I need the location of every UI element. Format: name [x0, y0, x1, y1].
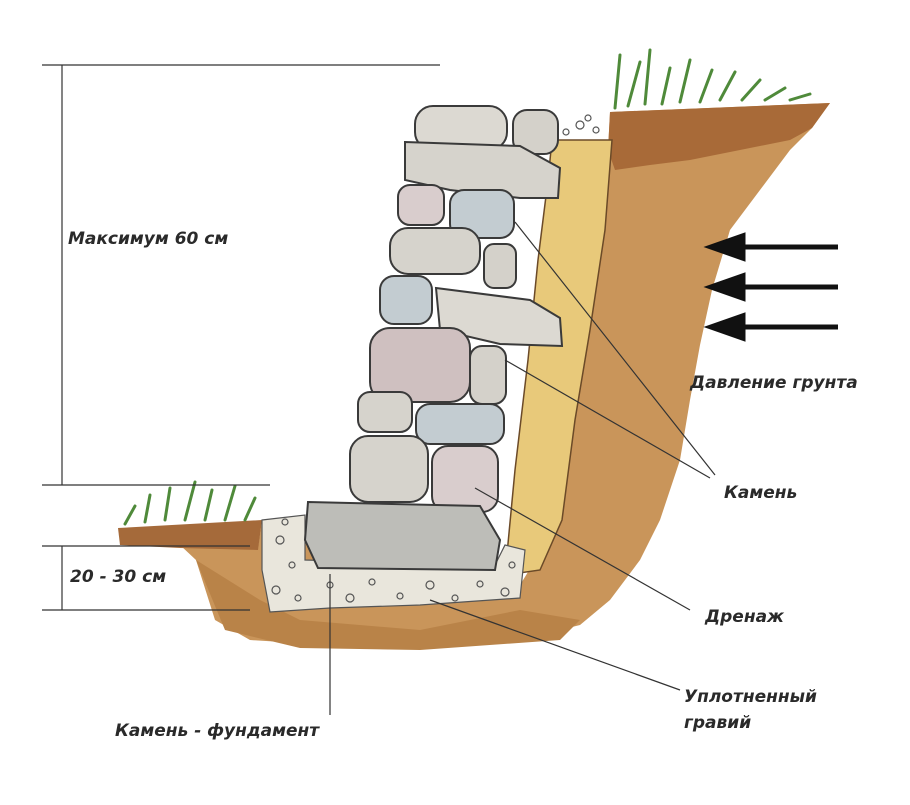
- drainage-label: Дренаж: [705, 607, 784, 627]
- grass-top: [613, 48, 812, 110]
- foundation-stone-label: Камень - фундамент: [115, 721, 320, 741]
- soil-pressure-arrows: [703, 232, 838, 342]
- soil-topsoil: [608, 103, 830, 170]
- max-height-label: Максимум 60 см: [68, 229, 229, 249]
- leader-lines: [329, 221, 716, 715]
- gravel-label-line1: Уплотненный: [684, 687, 817, 707]
- gravel-label-line2: гравий: [684, 713, 752, 733]
- soil-pressure-label: Давление грунта: [690, 373, 858, 393]
- lower-ground: [118, 520, 262, 550]
- dimension-lines: [42, 64, 440, 611]
- soil-backfill: [180, 103, 830, 645]
- soil-under-foundation: [196, 560, 580, 650]
- depth-label: 20 - 30 см: [66, 566, 171, 588]
- grass-bottom: [123, 480, 257, 526]
- drainage-layer: [504, 139, 613, 576]
- gravel-pebbles: [271, 114, 600, 603]
- wall-stones: [303, 105, 564, 572]
- stone-label: Камень: [724, 483, 798, 503]
